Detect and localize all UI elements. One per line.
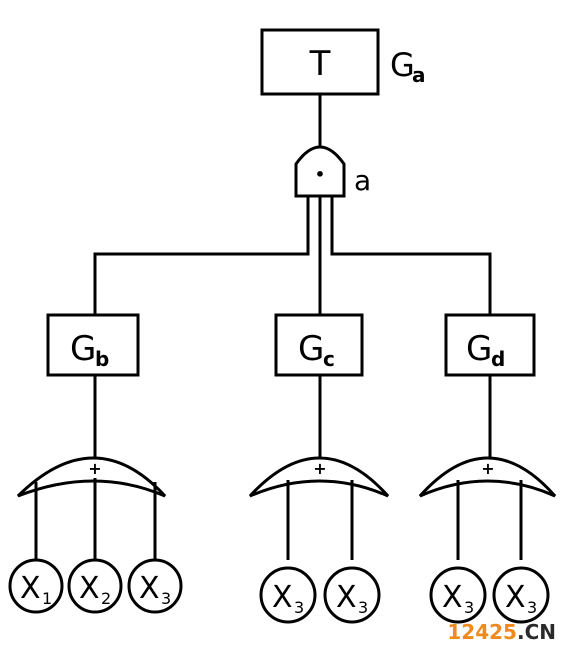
- basic-event-circle: [127, 558, 183, 614]
- basic-event-circle: [429, 566, 487, 624]
- top-event-label: T: [309, 44, 331, 84]
- basic-event-sub: 3: [464, 598, 474, 617]
- or-gate-d: [418, 456, 557, 498]
- basic-event-sub: 3: [527, 598, 537, 617]
- basic-event-letter: X: [139, 571, 160, 606]
- basic-event-circle: [259, 566, 317, 624]
- or-gate-b: [16, 456, 167, 498]
- basic-event-circle: [492, 566, 550, 624]
- watermark-number: 12425: [447, 620, 517, 644]
- basic-event-circle: [67, 558, 123, 614]
- top-gate-id-letter: G: [390, 46, 415, 84]
- and-gate-symbol: •: [315, 165, 325, 184]
- basic-event-sub: 3: [294, 598, 304, 617]
- or-gate-symbol: +: [88, 459, 101, 478]
- or-gate-symbol: +: [481, 459, 494, 478]
- basic-event-letter: X: [442, 580, 463, 615]
- event-gb-sub: b: [95, 347, 109, 371]
- basic-event-circle: [323, 566, 381, 624]
- or-gate-c: [248, 456, 390, 498]
- watermark-domain: .CN: [516, 620, 556, 644]
- basic-event-letter: X: [272, 580, 293, 615]
- top-gate-id-sub: a: [412, 63, 426, 87]
- and-gate: [294, 145, 346, 198]
- event-gc-letter: G: [298, 329, 324, 369]
- and-gate-label: a: [354, 164, 371, 197]
- or-gate-symbol: +: [313, 459, 326, 478]
- watermark: 12425.CN: [447, 620, 556, 644]
- connector-gate-gd: [330, 196, 492, 315]
- basic-event-sub: 3: [358, 598, 368, 617]
- basic-event-letter: X: [336, 580, 357, 615]
- event-gd-letter: G: [466, 329, 492, 369]
- basic-event-sub: 2: [101, 589, 111, 608]
- event-gb-letter: G: [70, 329, 96, 369]
- basic-event-sub: 3: [161, 589, 171, 608]
- basic-event-letter: X: [20, 571, 41, 606]
- event-gd-sub: d: [491, 347, 505, 371]
- basic-event-sub: 1: [42, 589, 52, 608]
- basic-event-letter: X: [79, 571, 100, 606]
- connector-gate-gb: [93, 196, 310, 315]
- basic-event-circle: [8, 558, 64, 614]
- event-box-gb: [46, 313, 140, 377]
- basic-event-letter: X: [505, 580, 526, 615]
- event-gc-sub: c: [323, 347, 335, 371]
